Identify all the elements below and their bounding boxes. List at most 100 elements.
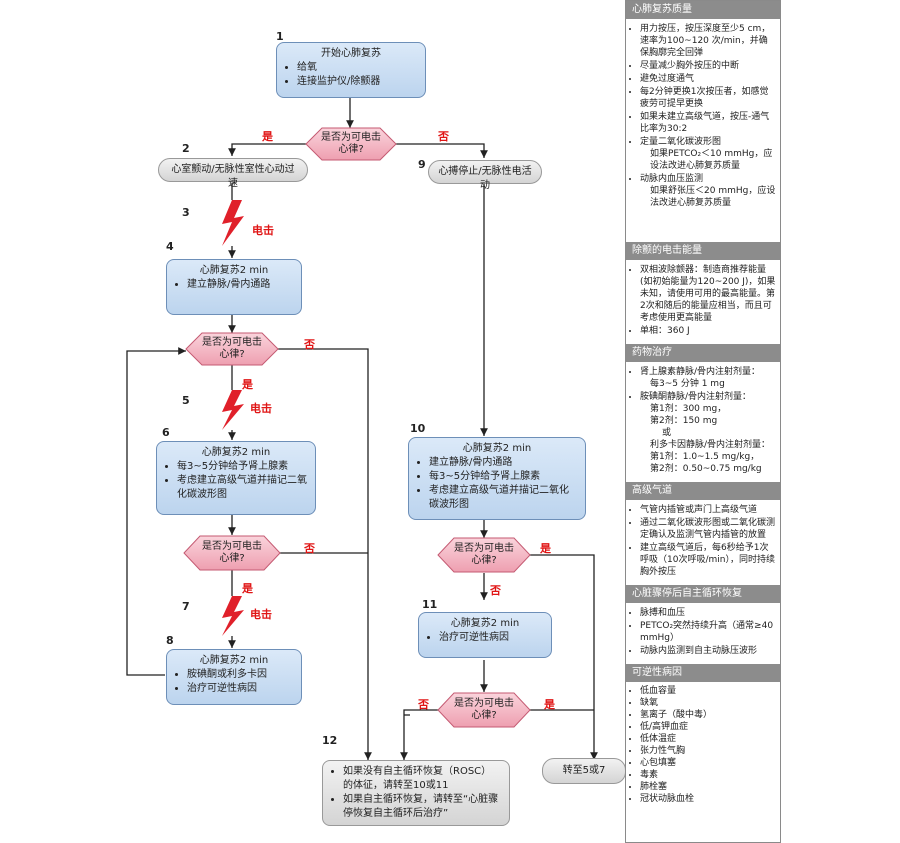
panel-item: 氢离子（酸中毒） — [640, 710, 776, 721]
panel-header-drug-therapy: 药物治疗 — [626, 344, 780, 362]
step-number-10: 10 — [410, 422, 426, 435]
decision-1-text: 是否为可电击心律? — [321, 132, 381, 155]
goto-5-or-7-box: 转至5或7 — [542, 758, 626, 784]
panel-subitem: 如果PETCO₂＜10 mmHg，应设法改进心肺复苏质量 — [650, 149, 773, 171]
cpr-step-10-item: 建立静脉/骨内通路 — [429, 456, 577, 470]
decision-2-no: 否 — [304, 338, 315, 351]
panel-section-advanced-airway: 气管内插管或声门上高级气道 通过二氧化碳波形图或二氧化碳测定确认及监测气管内插管… — [626, 500, 780, 585]
decision-4-shape — [437, 537, 531, 573]
flow-connectors — [126, 98, 598, 760]
decision-5-text: 是否为可电击心律? — [454, 698, 514, 721]
shock-icon-5 — [222, 390, 244, 430]
cpr-step-6-item: 每3~5分钟给予肾上腺素 — [177, 460, 307, 474]
cpr-step-8-title: 心肺复苏2 min — [199, 655, 269, 666]
panel-header-shock-energy: 除颤的电击能量 — [626, 242, 780, 260]
shock-label-3: 电击 — [252, 224, 274, 237]
panel-section-reversible-causes: 低血容量 缺氧 氢离子（酸中毒） 低/高钾血症 低体温症 张力性气胸 心包填塞 … — [626, 682, 780, 812]
panel-item: 肾上腺素静脉/骨内注射剂量：每3~5 分钟 1 mg — [640, 366, 776, 390]
panel-item: 肺栓塞 — [640, 782, 776, 793]
step-number-8: 8 — [166, 634, 174, 647]
panel-item: 通过二氧化碳波形图或二氧化碳测定确认及监测气管内插管的放置 — [640, 517, 776, 541]
panel-item: 每2分钟更换1次按压者，如感觉疲劳可提早更换 — [640, 86, 776, 110]
panel-item: 气管内插管或声门上高级气道 — [640, 504, 776, 516]
decision-3-yes: 是 — [242, 582, 253, 595]
shock-label-7: 电击 — [250, 608, 272, 621]
cardiac-arrest-flowchart: 1 2 3 4 5 6 7 8 9 10 11 12 开始心肺复苏 给氧 连接监… — [0, 0, 610, 843]
start-item: 给氧 — [297, 61, 417, 75]
panel-item: 低/高钾血症 — [640, 722, 776, 733]
cpr-step-8-item: 治疗可逆性病因 — [187, 682, 293, 696]
panel-subitem: 利多卡因静脉/骨内注射剂量： — [650, 440, 771, 450]
cpr-step-8-item: 胺碘酮或利多卡因 — [187, 668, 293, 682]
cpr-step-11-item: 治疗可逆性病因 — [439, 631, 543, 645]
shock-icon-7 — [222, 596, 244, 636]
decision-2-shape — [185, 332, 279, 366]
decision-1-no: 否 — [438, 130, 449, 143]
panel-header-reversible-causes: 可逆性病因 — [626, 664, 780, 682]
panel-section-shock-energy: 双相波除颤器：制造商推荐能量(如初始能量为120~200 J)，如果未知，请使用… — [626, 260, 780, 344]
step-number-3: 3 — [182, 206, 190, 219]
panel-section-cpr-quality: 用力按压，按压深度至少5 cm，速率为100~120 次/min，并确保胸廓完全… — [626, 19, 780, 216]
cpr-step-4-item: 建立静脉/骨内通路 — [187, 278, 293, 292]
decision-3-no: 否 — [304, 542, 315, 555]
panel-item: 心包填塞 — [640, 758, 776, 769]
step-number-12: 12 — [322, 734, 338, 747]
decision-4-yes: 是 — [540, 542, 551, 555]
panel-subitem: 第1剂：1.0~1.5 mg/kg， — [650, 452, 760, 462]
cpr-step-10-title: 心肺复苏2 min — [462, 443, 532, 454]
panel-header-rosc: 心脏骤停后自主循环恢复 — [626, 585, 780, 603]
cpr-step-4-title: 心肺复苏2 min — [199, 265, 269, 276]
panel-item: 尽量减少胸外按压的中断 — [640, 60, 776, 72]
panel-item: 动脉内监测到自主动脉压波形 — [640, 645, 776, 657]
panel-item: 如果未建立高级气道，按压-通气比率为30:2 — [640, 111, 776, 135]
end-step-12-box: 如果没有自主循环恢复（ROSC）的体征，请转至10或11 如果自主循环恢复，请转… — [322, 760, 510, 826]
panel-item: 冠状动脉血栓 — [640, 794, 776, 805]
panel-item-text: 胺碘酮静脉/骨内注射剂量： — [640, 392, 752, 402]
end-step-12-item: 如果没有自主循环恢复（ROSC）的体征，请转至10或11 — [343, 765, 501, 793]
panel-item: 单相：360 J — [640, 325, 776, 337]
decision-2-yes: 是 — [242, 378, 253, 391]
panel-subitem: 或 — [662, 428, 672, 438]
panel-item: 建立高级气道后，每6秒给予1次呼吸（10次呼吸/min），同时持续胸外按压 — [640, 542, 776, 578]
decision-4-no: 否 — [490, 584, 501, 597]
panel-section-rosc: 脉搏和血压 PETCO₂突然持续升高（通常≥40 mmHg） 动脉内监测到自主动… — [626, 603, 780, 664]
step-number-9: 9 — [418, 158, 426, 171]
cpr-step-10-item: 每3~5分钟给予肾上腺素 — [429, 470, 577, 484]
panel-item: 避免过度通气 — [640, 73, 776, 85]
panel-item: 低体温症 — [640, 734, 776, 745]
panel-subitem: 如果舒张压＜20 mmHg，应设法改进心肺复苏质量 — [650, 186, 776, 208]
decision-5-no: 否 — [418, 698, 429, 711]
end-step-12-item: 如果自主循环恢复，请转至“心脏骤停恢复自主循环后治疗” — [343, 793, 501, 821]
cpr-step-10-box: 心肺复苏2 min 建立静脉/骨内通路 每3~5分钟给予肾上腺素 考虑建立高级气… — [408, 437, 586, 520]
step-number-11: 11 — [422, 598, 438, 611]
start-title: 开始心肺复苏 — [321, 48, 381, 59]
panel-subitem: 第2剂：0.50~0.75 mg/kg — [650, 464, 762, 474]
panel-item: PETCO₂突然持续升高（通常≥40 mmHg） — [640, 620, 776, 644]
cpr-step-11-title: 心肺复苏2 min — [450, 618, 520, 629]
panel-item: 低血容量 — [640, 686, 776, 697]
step-number-1: 1 — [276, 30, 284, 43]
panel-subitem: 第1剂：300 mg， — [650, 404, 727, 414]
panel-item-text: 动脉内血压监测 — [640, 174, 704, 184]
panel-header-advanced-airway: 高级气道 — [626, 482, 780, 500]
shock-label-5: 电击 — [250, 402, 272, 415]
panel-item: 脉搏和血压 — [640, 607, 776, 619]
panel-item: 用力按压，按压深度至少5 cm，速率为100~120 次/min，并确保胸廓完全… — [640, 23, 776, 59]
panel-item: 双相波除颤器：制造商推荐能量(如初始能量为120~200 J)，如果未知，请使用… — [640, 264, 776, 324]
decision-4-text: 是否为可电击心律? — [454, 543, 514, 566]
panel-item: 缺氧 — [640, 698, 776, 709]
cpr-step-6-item: 考虑建立高级气道并描记二氧化碳波形图 — [177, 474, 307, 502]
cpr-step-4-box: 心肺复苏2 min 建立静脉/骨内通路 — [166, 259, 302, 315]
decision-1-shape — [305, 127, 397, 161]
cpr-step-11-box: 心肺复苏2 min 治疗可逆性病因 — [418, 612, 552, 658]
step-number-4: 4 — [166, 240, 174, 253]
panel-item-text: 定量二氧化碳波形图 — [640, 137, 722, 147]
step-number-6: 6 — [162, 426, 170, 439]
step-number-2: 2 — [182, 142, 190, 155]
shock-icon-3 — [222, 200, 244, 246]
panel-subitem: 第2剂：150 mg — [650, 416, 718, 426]
step-number-7: 7 — [182, 600, 190, 613]
panel-header-cpr-quality: 心肺复苏质量 — [626, 1, 780, 19]
